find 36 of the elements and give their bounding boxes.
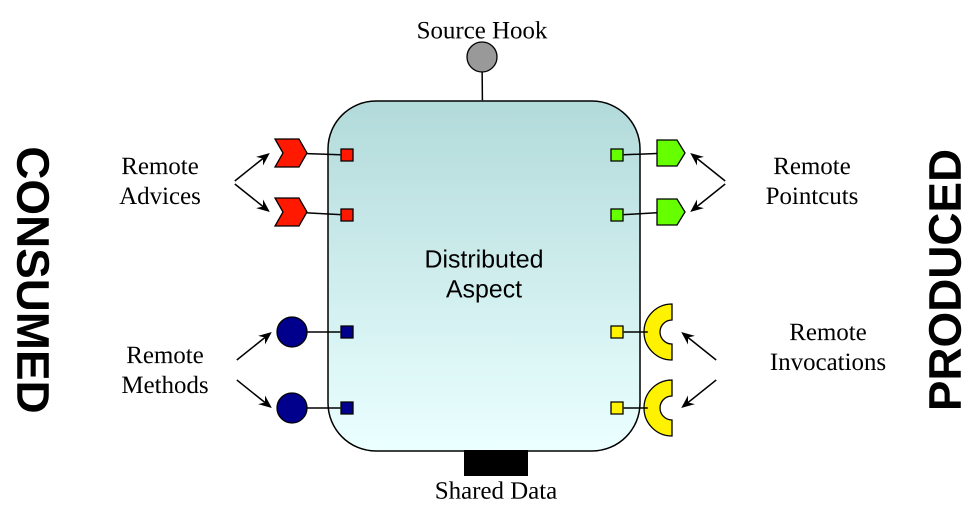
chevron-port	[274, 197, 308, 227]
pentagon-port	[656, 139, 686, 167]
port-square	[610, 148, 624, 162]
port-square	[610, 401, 624, 415]
port-square	[340, 208, 354, 222]
port-circle	[276, 392, 308, 424]
connector-line	[307, 212, 340, 216]
caption-text: Shared Data	[436, 481, 557, 499]
chevron-port	[274, 138, 308, 168]
pentagon-port	[656, 198, 686, 226]
connector-line	[307, 407, 340, 409]
port-square	[610, 208, 624, 222]
port-circle	[276, 316, 308, 348]
port-square	[340, 401, 354, 415]
label-text: Remote Advices	[119, 158, 200, 204]
connector-line	[481, 72, 484, 100]
socket-port	[643, 379, 673, 437]
port-square	[340, 148, 354, 162]
label-text: Remote Invocations	[770, 324, 886, 370]
port-circle	[466, 41, 498, 73]
connector-line	[624, 331, 648, 333]
connector-line	[307, 152, 340, 156]
socket-port	[643, 303, 673, 361]
side-heading: PRODUCED	[928, 150, 962, 408]
caption-text: Source Hook	[418, 21, 548, 39]
connector-line	[624, 407, 648, 409]
connector-line	[624, 152, 657, 156]
label-text: Remote Methods	[122, 346, 208, 394]
side-heading: CONSUMED	[16, 148, 50, 412]
connector-line	[624, 212, 657, 216]
aspect-box: Distributed Aspect	[327, 100, 641, 452]
label-text: Remote Pointcuts	[766, 158, 858, 204]
connector-line	[307, 331, 340, 333]
port-square	[610, 325, 624, 339]
data-bar	[464, 450, 528, 476]
port-square	[340, 325, 354, 339]
